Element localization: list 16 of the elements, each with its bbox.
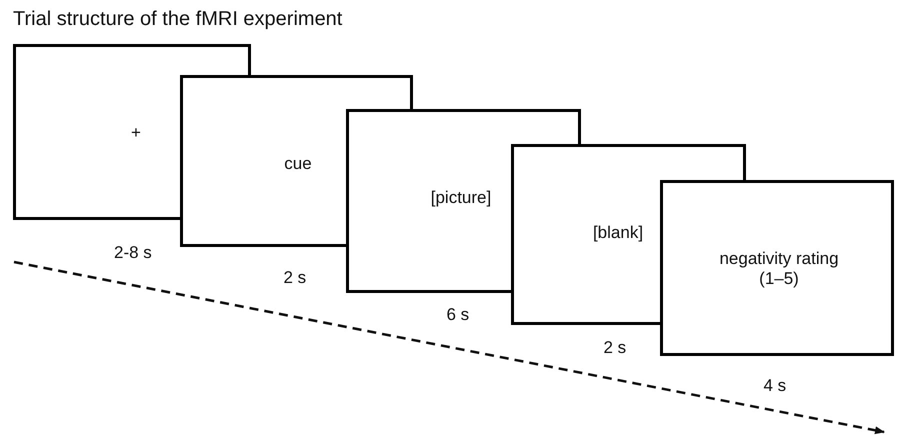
screen-frame <box>180 75 346 247</box>
screen-frame <box>346 109 511 293</box>
screen-frame <box>13 44 180 220</box>
duration-label: 6 s <box>446 305 470 325</box>
screen-text: [blank] <box>592 223 644 243</box>
duration-label: 2 s <box>604 338 626 358</box>
screen-text: [picture] <box>430 188 492 208</box>
screen-text: + <box>130 123 142 143</box>
diagram-title: Trial structure of the fMRI experiment <box>13 8 342 31</box>
duration-label: 2-8 s <box>114 243 152 263</box>
duration-label: 2 s <box>284 268 306 288</box>
screen-text: cue <box>283 154 313 174</box>
screen-frame <box>511 144 660 325</box>
duration-label: 4 s <box>764 376 786 396</box>
screen-frame <box>660 180 894 356</box>
screen-text: negativity rating (1–5) <box>718 249 840 289</box>
